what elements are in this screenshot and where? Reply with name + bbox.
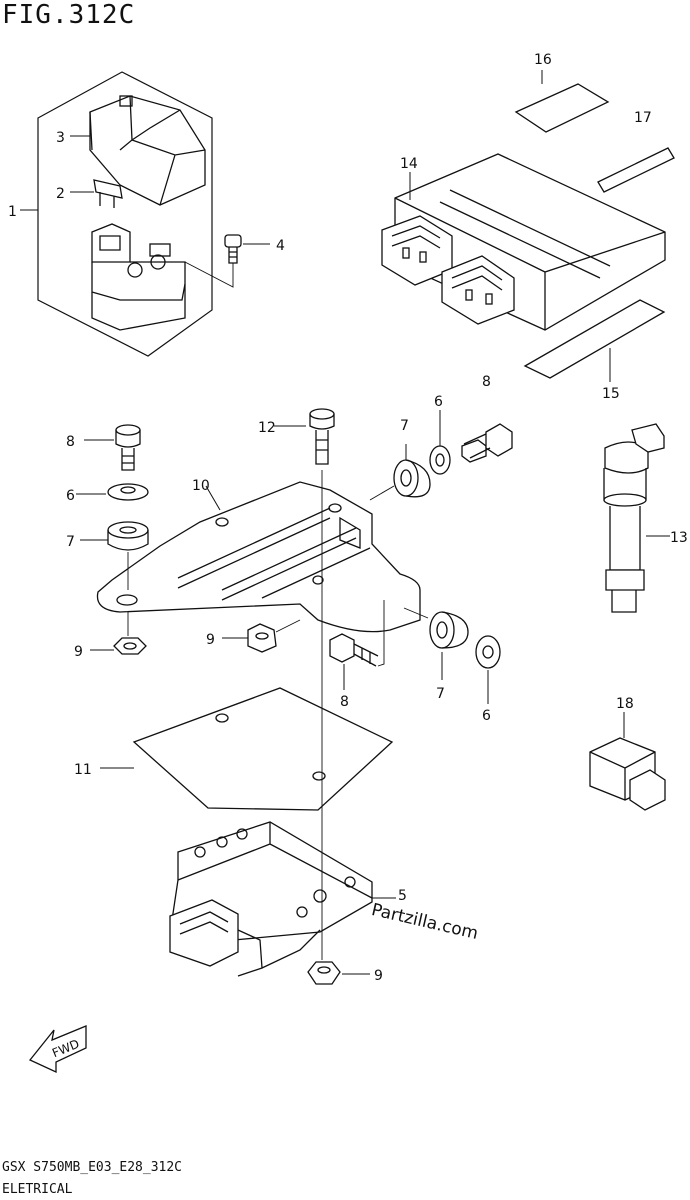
grommet-part-7c[interactable] bbox=[403, 607, 469, 680]
fuse-part[interactable] bbox=[93, 179, 123, 208]
relay-cover-part[interactable] bbox=[89, 95, 206, 206]
washer-part-6a[interactable] bbox=[107, 483, 149, 501]
bolt-part-8a[interactable] bbox=[84, 424, 141, 471]
callout-14: 14 bbox=[400, 156, 418, 172]
pad-part-16[interactable] bbox=[514, 83, 610, 133]
callout-5: 5 bbox=[398, 888, 407, 904]
callout-4: 4 bbox=[276, 238, 285, 254]
ecm-part[interactable] bbox=[381, 153, 666, 331]
callout-1: 1 bbox=[8, 204, 17, 220]
callout-7-top: 7 bbox=[400, 418, 409, 434]
callout-8-left: 8 bbox=[66, 434, 75, 450]
group-bracket-outline bbox=[37, 71, 213, 357]
nut-part-9b[interactable] bbox=[222, 619, 301, 653]
pad-part-15[interactable] bbox=[523, 299, 666, 379]
callout-15: 15 bbox=[602, 386, 620, 402]
callout-6-top: 6 bbox=[434, 394, 443, 410]
bolt-part-8b[interactable] bbox=[461, 423, 513, 463]
footer-code: GSX S750MB_E03_E28_312C bbox=[2, 1160, 183, 1175]
figure-title: FIG.312C bbox=[2, 0, 136, 30]
pad-part-17[interactable] bbox=[597, 147, 675, 193]
callout-6-left: 6 bbox=[66, 488, 75, 504]
callout-9-left: 9 bbox=[74, 644, 83, 660]
callout-18: 18 bbox=[616, 696, 634, 712]
callout-17: 17 bbox=[634, 110, 652, 126]
starter-relay-part[interactable] bbox=[91, 223, 186, 331]
callout-10: 10 bbox=[192, 478, 210, 494]
cover-plate-part[interactable] bbox=[132, 687, 394, 811]
sensor-part-18[interactable] bbox=[589, 712, 666, 811]
footer-section: ELETRICAL bbox=[2, 1182, 73, 1197]
washer-part-6c[interactable] bbox=[475, 635, 501, 669]
screw-part-4[interactable] bbox=[224, 234, 242, 264]
grommet-part-7a[interactable] bbox=[80, 521, 149, 590]
callout-7-right: 7 bbox=[436, 686, 445, 702]
callout-9-bottom: 9 bbox=[374, 968, 383, 984]
bolt-part-12[interactable] bbox=[274, 408, 335, 960]
starter-relay-group bbox=[20, 71, 270, 357]
ignition-coil-part[interactable] bbox=[603, 423, 670, 613]
nut-part-9c[interactable] bbox=[307, 961, 370, 985]
mounting-bracket-part[interactable] bbox=[96, 481, 421, 633]
callout-7-left: 7 bbox=[66, 534, 75, 550]
callout-8-bottom: 8 bbox=[340, 694, 349, 710]
callout-2: 2 bbox=[56, 186, 65, 202]
ecm-group bbox=[381, 70, 675, 382]
callout-8-top: 8 bbox=[482, 374, 491, 390]
callout-16: 16 bbox=[534, 52, 552, 68]
callout-13: 13 bbox=[670, 530, 688, 546]
callout-3: 3 bbox=[56, 130, 65, 146]
bolt-part-8c[interactable] bbox=[329, 600, 385, 690]
callout-12: 12 bbox=[258, 420, 276, 436]
grommet-part-7b[interactable] bbox=[369, 444, 431, 501]
regulator-part[interactable] bbox=[169, 821, 373, 977]
callout-9-mid: 9 bbox=[206, 632, 215, 648]
callout-11: 11 bbox=[74, 762, 92, 778]
screw-dashline bbox=[184, 261, 234, 288]
callout-6-right: 6 bbox=[482, 708, 491, 724]
nut-part-9a[interactable] bbox=[90, 612, 147, 655]
washer-part-6b[interactable] bbox=[429, 445, 451, 475]
fwd-arrow: FWD bbox=[28, 1025, 87, 1074]
